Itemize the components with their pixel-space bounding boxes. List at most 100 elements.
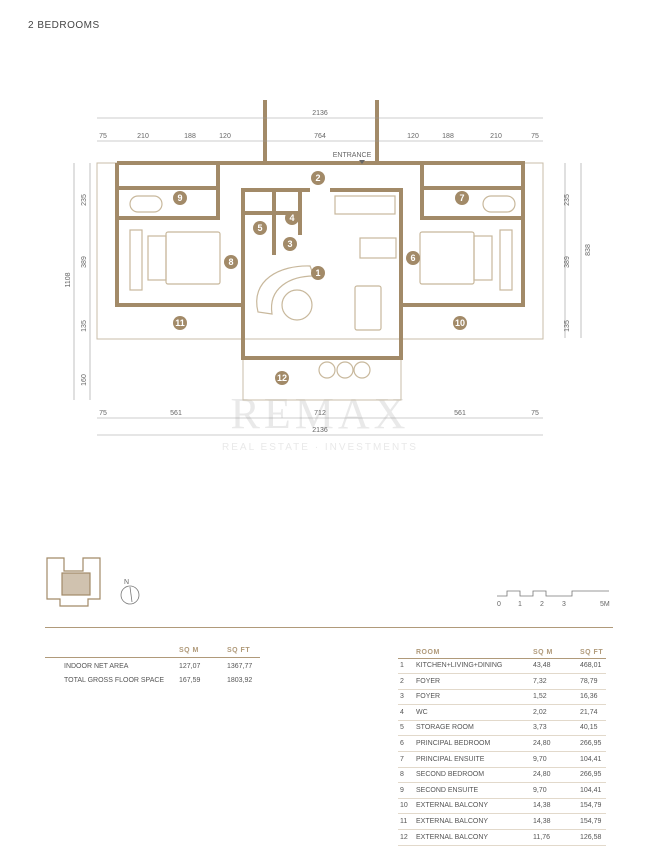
summary-sqft: 1367,77 (227, 663, 253, 670)
room-row-divider (398, 751, 606, 752)
watermark-logo: REMAX (231, 389, 410, 438)
dim-bottom-segment: 561 (170, 410, 182, 417)
room-row-num: 8 (400, 771, 404, 779)
room-row-divider (398, 813, 606, 815)
room-marker-7: 7 (459, 193, 464, 203)
room-row-name: EXTERNAL BALCONY (416, 833, 489, 841)
room-row-name: PRINCIPAL BEDROOM (416, 740, 491, 747)
rooms-header-room: ROOM (416, 649, 440, 656)
room-row-divider (398, 797, 606, 799)
room-row-sqm: 1,52 (533, 693, 547, 701)
dim-left-segment: 135 (81, 320, 88, 332)
room-marker-circle (253, 221, 267, 235)
room-marker-9: 9 (177, 193, 182, 203)
room-row-num: 6 (400, 740, 404, 747)
room-row-name: EXTERNAL BALCONY (416, 802, 489, 810)
balcony-outlines (96, 162, 544, 401)
dim-right-segment: 235 (564, 194, 571, 206)
room-marker-circle (453, 316, 467, 330)
room-row-name: EXTERNAL BALCONY (416, 818, 489, 825)
dim-bottom-segment: 561 (454, 410, 466, 417)
room-row-sqft: 78,79 (580, 677, 598, 685)
room-row-name: PRINCIPAL ENSUITE (416, 755, 485, 763)
furniture (129, 195, 516, 379)
room-row-sqm: 24,80 (533, 740, 551, 747)
dim-top-segment: 188 (184, 133, 196, 140)
page-title: 2 BEDROOMS (28, 20, 100, 31)
dim-right-segment: 389 (564, 256, 571, 268)
room-row-sqft: 126,58 (580, 833, 602, 841)
room-row-sqm: 43,48 (533, 662, 551, 669)
room-row-num: 3 (400, 693, 404, 701)
dim-left-segment: 160 (81, 374, 88, 386)
dim-top-total: 2136 (312, 110, 328, 117)
dim-right-total: 838 (585, 244, 592, 256)
room-row-sqm: 3,73 (533, 724, 547, 732)
room-marker-circle (311, 266, 325, 280)
room-row-num: 10 (400, 802, 408, 810)
room-row-num: 7 (400, 755, 404, 763)
dim-bottom-total: 2136 (312, 427, 328, 434)
scale-bar: 0 1 2 3 5M (497, 590, 610, 608)
summary-header-line (45, 657, 260, 658)
room-row-sqft: 468,01 (580, 662, 602, 669)
room-row-sqm: 7,32 (533, 677, 547, 685)
dim-top-segment: 120 (219, 133, 231, 140)
room-marker-8: 8 (228, 257, 233, 267)
watermark-tagline: REAL ESTATE · INVESTMENTS (222, 442, 418, 453)
room-marker-4: 4 (289, 213, 294, 223)
rooms-header-sqft: SQ FT (580, 649, 604, 656)
rooms-header-sqm: SQ M (533, 649, 553, 656)
room-row-num: 12 (400, 833, 408, 841)
dim-top-segment: 210 (137, 133, 149, 140)
room-row-divider (398, 704, 606, 706)
room-row-sqft: 104,41 (580, 786, 602, 794)
summary-label: INDOOR NET AREA (64, 663, 129, 670)
section-divider (45, 627, 613, 628)
room-marker-circle (283, 237, 297, 251)
room-row-sqm: 24,80 (533, 771, 551, 779)
room-row-name: SECOND ENSUITE (416, 786, 479, 794)
room-marker-10: 10 (455, 318, 465, 328)
room-row-sqft: 104,41 (580, 755, 602, 763)
room-row-name: SECOND BEDROOM (416, 771, 485, 779)
room-row-sqm: 2,02 (533, 708, 547, 716)
dim-bottom-segment: 712 (314, 410, 326, 417)
room-marker-circle (173, 191, 187, 205)
summary-label: TOTAL GROSS FLOOR SPACE (64, 677, 165, 684)
scale-tick-0: 0 (497, 601, 501, 608)
room-row-num: 11 (400, 818, 408, 825)
summary-header-sqm: SQ M (179, 647, 199, 654)
room-marker-3: 3 (287, 239, 292, 249)
room-marker-6: 6 (410, 253, 415, 263)
dim-right-segment: 135 (564, 320, 571, 332)
summary-header-sqft: SQ FT (227, 647, 251, 654)
room-row-divider (398, 719, 606, 721)
north-compass-icon: N (120, 579, 140, 605)
key-plan-thumbnail (46, 557, 101, 607)
entrance-label: ENTRANCE (333, 152, 372, 159)
dim-top-segment: 75 (531, 133, 539, 140)
dim-top-segment: 188 (442, 133, 454, 140)
scale-tick-2: 2 (540, 601, 544, 608)
room-row-sqm: 14,38 (533, 818, 551, 825)
room-row-name: KITCHEN+LIVING+DINING (416, 662, 503, 669)
room-row-sqm: 9,70 (533, 755, 547, 763)
room-row-num: 5 (400, 724, 404, 732)
dim-bottom-segment: 75 (531, 410, 539, 417)
summary-sqm: 167,59 (179, 677, 201, 684)
room-row-sqft: 16,36 (580, 693, 598, 701)
room-row-sqft: 266,95 (580, 771, 602, 779)
room-row-num: 1 (400, 662, 404, 669)
dim-top-segment: 75 (99, 133, 107, 140)
room-marker-circle (406, 251, 420, 265)
dim-left-segment: 235 (81, 194, 88, 206)
dim-left-segment: 389 (81, 256, 88, 268)
scale-tick-5m: 5M (600, 601, 610, 608)
room-row-sqft: 154,79 (580, 802, 602, 810)
room-marker-circle (285, 211, 299, 225)
room-row-num: 4 (400, 708, 404, 716)
room-row-sqm: 9,70 (533, 786, 547, 794)
